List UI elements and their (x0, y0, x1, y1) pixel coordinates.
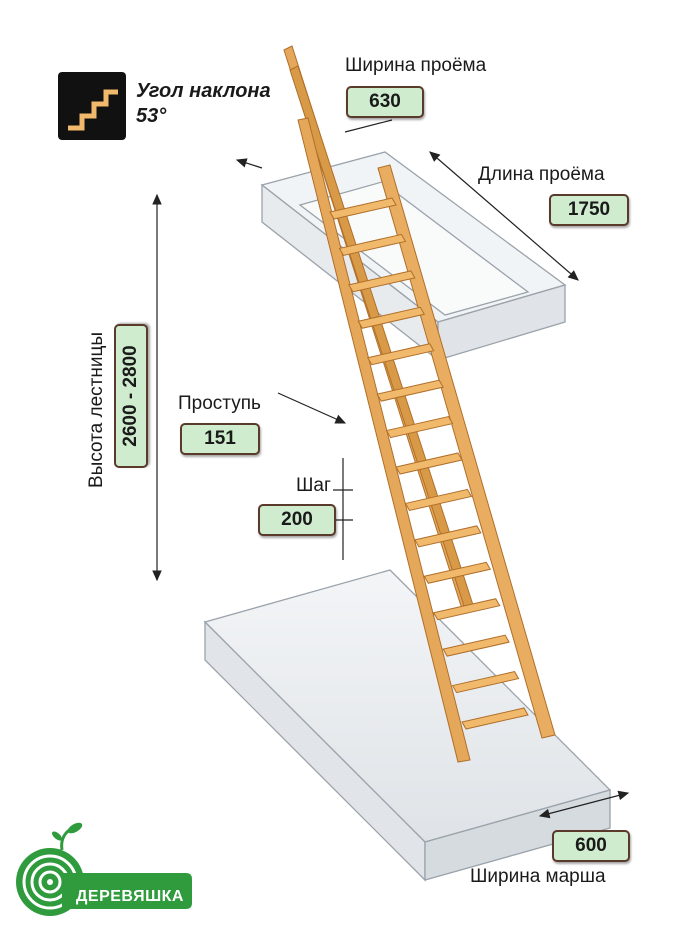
stair-step (451, 671, 520, 694)
stair-step (423, 561, 492, 584)
stair-step (461, 707, 529, 730)
stair-step (432, 598, 501, 621)
flight-width-label: Ширина марша (470, 866, 606, 887)
stair-step (329, 197, 397, 220)
dimension-lines (152, 119, 630, 819)
opening-width-label: Ширина проёма (345, 55, 487, 76)
stair-step (385, 416, 454, 439)
tread-label: Проступь (178, 393, 261, 414)
opening-length-label: Длина проёма (478, 164, 605, 185)
stair-step (395, 452, 463, 475)
flight-width-value: 600 (552, 830, 630, 862)
step-label: Шаг (296, 475, 331, 496)
step-value: 200 (258, 504, 336, 536)
opening-length-dimension-line (429, 151, 579, 281)
angle-value: 53° (136, 105, 167, 127)
stairs-icon (58, 72, 126, 140)
tread-dimension-line (277, 392, 347, 424)
opening-length-value: 1750 (549, 194, 629, 226)
opening-width-value: 630 (346, 86, 424, 118)
stair-step (357, 306, 426, 329)
brand-banner (62, 873, 192, 909)
angle-label: Угол наклона (136, 80, 271, 102)
flight-width-dimension-line (538, 790, 630, 819)
height-label: Высота лестницы (86, 331, 107, 488)
height-value: 2600 - 2800 (114, 324, 148, 468)
wooden-staircase (283, 45, 556, 763)
stair-step (376, 379, 444, 402)
stair-step (338, 233, 407, 256)
stair-step (404, 488, 473, 511)
stair-step (348, 270, 416, 293)
tread-value: 151 (180, 423, 260, 455)
stair-step (366, 343, 435, 366)
stair-step (442, 634, 510, 657)
stair-step (414, 525, 482, 548)
brand-name: ДЕРЕВЯШКА (76, 888, 184, 905)
